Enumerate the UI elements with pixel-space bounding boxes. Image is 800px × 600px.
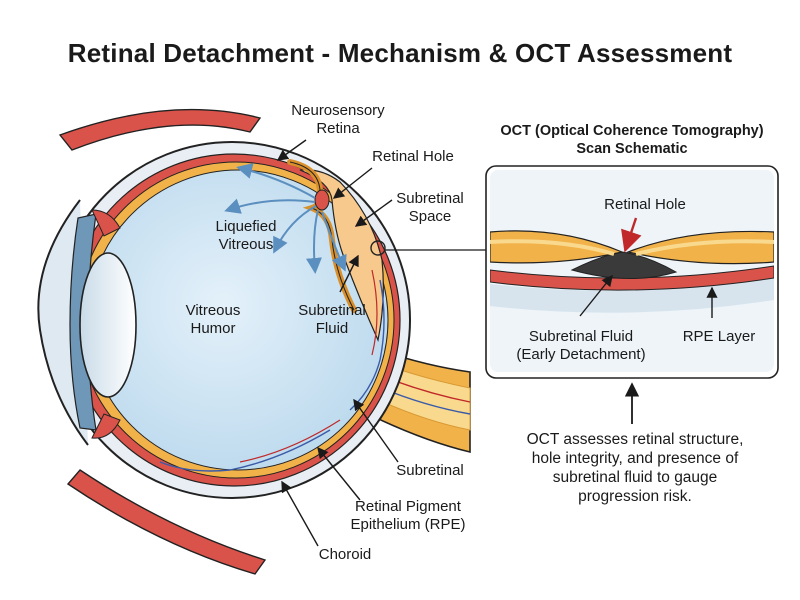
oct-label-rpe-layer: RPE Layer (682, 328, 756, 345)
oct-label-retinal-hole: Retinal Hole (604, 196, 686, 213)
retinal-hole (314, 189, 330, 211)
lens (79, 252, 137, 398)
oct-subretinal-fluid (570, 251, 678, 280)
label-rpe: Retinal Pigment Epithelium (RPE) (350, 498, 466, 533)
label-neurosensory-retina: Neurosensory Retina (291, 102, 385, 137)
label-subretinal-space: Subretinal Space (396, 190, 464, 225)
label-retinal-hole: Retinal Hole (372, 148, 454, 165)
label-subretinal: Subretinal (396, 462, 464, 479)
magnify-marker (370, 240, 386, 256)
label-subretinal-fluid: Subretinal Fluid (298, 302, 366, 337)
lower-muscle (66, 469, 267, 575)
upper-muscle (58, 108, 262, 151)
oct-heading: OCT (Optical Coherence Tomography) Scan … (500, 123, 764, 157)
page-title: Retinal Detachment - Mechanism & OCT Ass… (67, 38, 733, 68)
label-vitreous-humor: Vitreous Humor (185, 302, 241, 337)
oct-assessment-note: OCT assesses retinal structure, hole int… (526, 431, 744, 505)
oct-label-subretinal-fluid: Subretinal Fluid (Early Detachment) (516, 328, 646, 363)
subretinal-fluid-region (299, 169, 384, 342)
label-choroid: Choroid (318, 546, 372, 563)
label-liquefied-vitreous: Liquefied Vitreous (215, 218, 277, 253)
